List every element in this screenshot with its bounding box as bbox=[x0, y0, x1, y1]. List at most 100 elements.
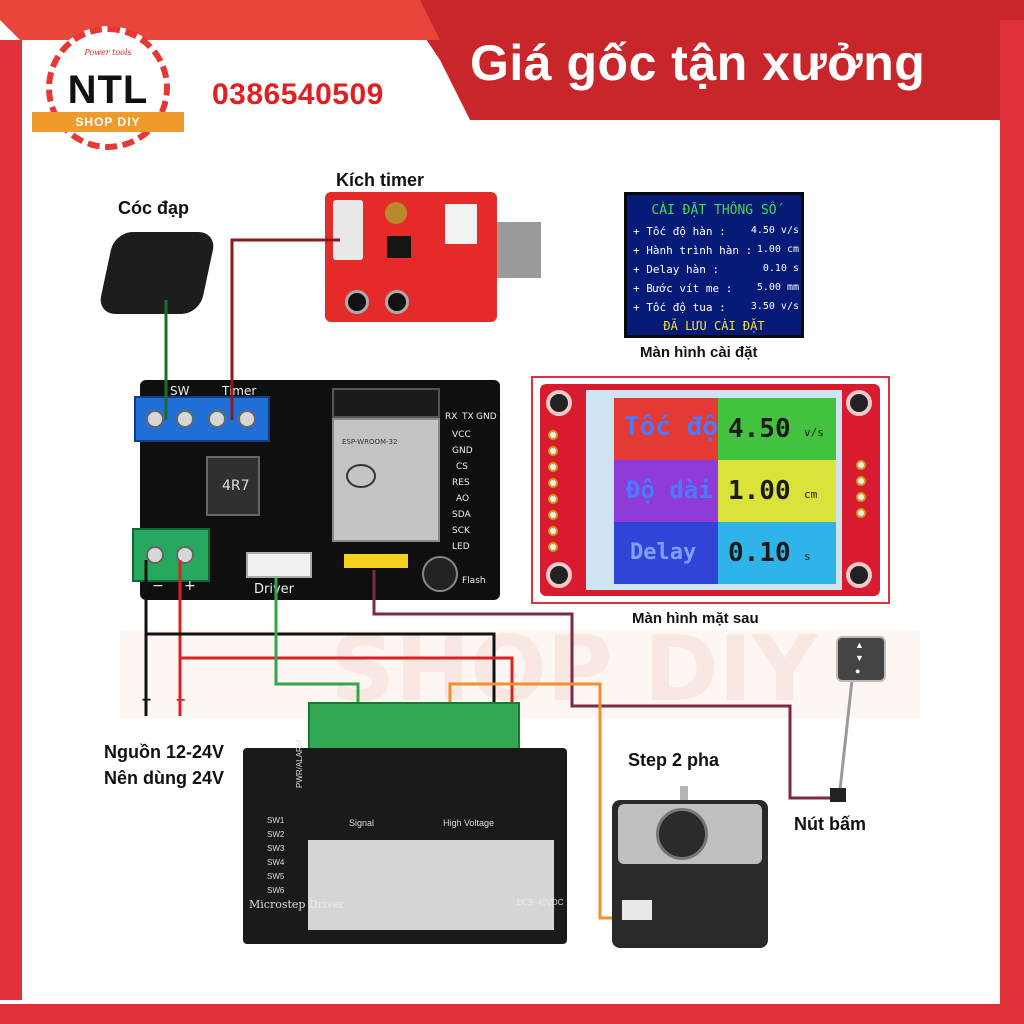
inductor bbox=[206, 456, 260, 516]
settings-row: + Hành trình hàn :1.00 cm bbox=[633, 244, 799, 257]
driver-signal-label: Signal bbox=[349, 818, 375, 828]
motor-connector bbox=[622, 900, 652, 920]
terminal-screw bbox=[208, 410, 226, 428]
mount-hole bbox=[846, 390, 872, 416]
watermark-band bbox=[120, 630, 920, 718]
settings-row-value: 4.50 v/s bbox=[750, 225, 799, 236]
settings-screen: CÀI ĐẶT THÔNG SỐ + Tốc độ hàn :4.50 v/s … bbox=[624, 192, 804, 338]
timer-chip bbox=[387, 236, 411, 258]
driver-microstep-table bbox=[308, 840, 554, 930]
foot-pedal bbox=[97, 232, 217, 314]
power-terminal bbox=[132, 528, 210, 582]
pin-label: SDA bbox=[452, 510, 471, 520]
pin-label: VCC bbox=[452, 430, 471, 440]
power-label-line1: Nguồn 12-24V bbox=[104, 742, 225, 762]
phone-number: 0386540509 bbox=[212, 78, 384, 111]
settings-row-value: 5.00 mm bbox=[756, 282, 799, 293]
lcd-pin bbox=[548, 446, 558, 456]
button-keypad: ▲ ▼ ● bbox=[836, 636, 886, 682]
settings-row: + Tốc độ tua : 3.50 v/s bbox=[633, 301, 799, 314]
display-unit: cm bbox=[804, 488, 818, 501]
lcd-pin bbox=[856, 492, 866, 502]
timer-knob-right bbox=[385, 290, 409, 314]
display-value: 4.50 bbox=[728, 414, 791, 444]
timer-capacitor bbox=[385, 202, 407, 224]
terminal-label-sw: SW bbox=[170, 384, 190, 398]
driver-connector bbox=[246, 552, 312, 578]
lcd-pin bbox=[548, 510, 558, 520]
pin-label: LED bbox=[452, 542, 470, 552]
keypad-up-icon: ▲ bbox=[855, 640, 864, 650]
driver-switch-label: SW5 bbox=[267, 872, 285, 881]
driver-switch-label: SW2 bbox=[267, 830, 285, 839]
flash-header bbox=[344, 554, 408, 568]
lcd-pin bbox=[548, 430, 558, 440]
settings-row: + Tốc độ hàn : 4.50 v/s bbox=[633, 225, 799, 238]
display-value: 1.00 bbox=[728, 476, 791, 506]
settings-row: + Delay hàn :0.10 s bbox=[633, 263, 799, 276]
board-minus-label: − bbox=[152, 578, 164, 594]
driver-switch-label: SW6 bbox=[267, 886, 285, 895]
pin-label-tx: TX bbox=[462, 412, 474, 422]
display-label: Delay bbox=[630, 540, 697, 565]
lcd-pin bbox=[548, 478, 558, 488]
terminal-screw bbox=[176, 410, 194, 428]
power-plus-label: + bbox=[176, 692, 186, 709]
timer-heatsink bbox=[497, 222, 541, 278]
terminal-screw bbox=[238, 410, 256, 428]
display-value-cell: 1.00 cm bbox=[718, 460, 836, 522]
settings-row-label: + Bước vít me : bbox=[633, 282, 733, 295]
settings-screen-label: Màn hình cài đặt bbox=[640, 344, 758, 361]
capacitor bbox=[422, 556, 458, 592]
timer-board bbox=[325, 192, 497, 322]
button-label: Nút bấm bbox=[794, 814, 866, 834]
shop-logo: Power tools NTL SHOP DIY bbox=[28, 26, 188, 156]
settings-saved-message: ĐÃ LƯU CÀI ĐẶT bbox=[663, 319, 765, 333]
lcd-pin bbox=[856, 508, 866, 518]
mount-hole bbox=[546, 390, 572, 416]
settings-row-label: + Tốc độ tua : bbox=[633, 301, 726, 314]
back-display: Tốc độ 4.50 v/s Độ dài 1.00 cm Delay 0.10 s bbox=[614, 398, 836, 584]
back-screen-label: Màn hình mặt sau bbox=[632, 610, 759, 627]
driver-pin-pwr: PWR/ALARM bbox=[295, 739, 304, 788]
settings-row-label: + Delay hàn : bbox=[633, 263, 720, 276]
terminal-screw bbox=[146, 410, 164, 428]
keypad-down-icon: ▼ bbox=[855, 653, 864, 663]
settings-row-label: + Tốc độ hàn : bbox=[633, 225, 726, 238]
pin-label: CS bbox=[456, 462, 468, 472]
display-unit: s bbox=[804, 550, 811, 563]
display-label: Tốc độ bbox=[624, 412, 718, 442]
driver-switch-label: SW1 bbox=[267, 816, 285, 825]
pin-label: RES bbox=[452, 478, 470, 488]
keypad-plug bbox=[830, 788, 846, 802]
bottom-border bbox=[0, 1004, 1024, 1024]
display-label-cell: Độ dài bbox=[614, 460, 718, 522]
right-border bbox=[1000, 20, 1024, 1024]
settings-row-value: 1.00 cm bbox=[756, 244, 799, 255]
lcd-pin bbox=[856, 476, 866, 486]
power-label-line2: Nên dùng 24V bbox=[104, 768, 225, 788]
driver-switch-label: SW3 bbox=[267, 844, 285, 853]
banner-title: Giá gốc tận xưởng bbox=[470, 35, 926, 91]
inductor-label: 4R7 bbox=[222, 478, 250, 494]
display-label-cell: Delay bbox=[614, 522, 718, 584]
timer-label: Kích timer bbox=[336, 170, 425, 190]
flash-label: Flash bbox=[462, 576, 486, 586]
driver-high-voltage-label: High Voltage bbox=[443, 818, 495, 828]
esp-logo bbox=[346, 464, 376, 488]
esp32-module: ESP-WROOM-32 bbox=[332, 418, 440, 542]
timer-connector bbox=[333, 200, 363, 260]
display-value-cell: 0.10 s bbox=[718, 522, 836, 584]
lcd-pin bbox=[548, 494, 558, 504]
logo-tagline: Power tools bbox=[84, 48, 132, 57]
lcd-pin bbox=[548, 462, 558, 472]
display-unit: v/s bbox=[804, 426, 824, 439]
display-value: 0.10 bbox=[728, 538, 791, 568]
settings-title: CÀI ĐẶT THÔNG SỐ bbox=[651, 203, 777, 218]
settings-row-value: 3.50 v/s bbox=[750, 301, 799, 312]
lcd-pin bbox=[548, 542, 558, 552]
top-banner bbox=[400, 0, 1024, 120]
display-label: Độ dài bbox=[626, 476, 713, 504]
mount-hole bbox=[546, 562, 572, 588]
left-border bbox=[0, 40, 22, 1000]
